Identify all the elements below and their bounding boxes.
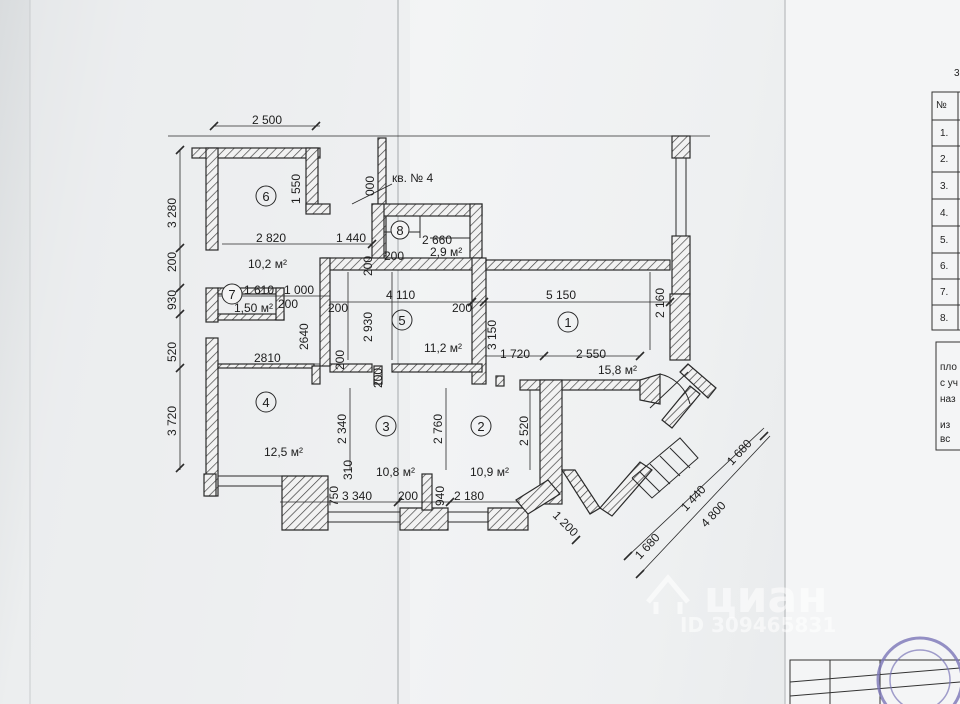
room-1-area: 15,8 м² [598,363,637,377]
svg-text:200: 200 [398,489,418,503]
svg-text:2.: 2. [940,154,948,165]
room-8-area: 2,9 м² [430,245,462,259]
svg-text:2: 2 [477,419,484,434]
svg-text:5.: 5. [940,235,948,246]
svg-text:200: 200 [278,297,298,311]
svg-text:2 820: 2 820 [256,231,286,245]
svg-text:1 440: 1 440 [336,231,366,245]
side-table-text: 3 № 1. 2. 3. 4. 5. 6. 7. 8. пло с уч наз… [936,68,960,445]
apartment-label-leader [351,183,393,205]
svg-text:200: 200 [328,301,348,315]
svg-text:3 340: 3 340 [342,489,372,503]
svg-text:4: 4 [262,395,269,410]
svg-text:4 110: 4 110 [386,288,415,302]
svg-text:520: 520 [165,342,179,362]
cian-logo-icon [646,574,690,614]
svg-text:1 720: 1 720 [500,347,530,361]
room-marker-5: 5 [391,309,413,331]
svg-text:2810: 2810 [254,351,281,365]
svg-text:2 180: 2 180 [454,489,484,503]
svg-text:3 720: 3 720 [165,406,179,436]
svg-text:310: 310 [341,460,355,480]
svg-text:5: 5 [398,313,405,328]
room-markers: 1 2 3 4 5 6 7 8 [221,185,579,437]
room-marker-8: 8 [390,220,410,240]
svg-text:930: 930 [165,290,179,310]
svg-text:1 610: 1 610 [244,283,274,297]
svg-text:1 440: 1 440 [678,482,709,514]
paper-sheets [29,0,960,704]
svg-text:№: № [936,100,947,111]
svg-text:1 550: 1 550 [289,174,303,204]
svg-text:2 520: 2 520 [517,416,531,446]
svg-text:1 000: 1 000 [284,283,314,297]
room-marker-7: 7 [221,283,243,305]
svg-text:7: 7 [228,287,235,302]
svg-text:3: 3 [382,419,389,434]
side-table [789,91,960,704]
room-2-area: 10,9 м² [470,465,509,479]
svg-text:200: 200 [333,350,347,370]
svg-text:с уч: с уч [940,378,958,389]
svg-text:1 680: 1 680 [632,530,663,562]
svg-text:2 550: 2 550 [576,347,606,361]
svg-text:3 280: 3 280 [165,198,179,228]
svg-text:6.: 6. [940,261,948,272]
svg-text:1.: 1. [940,128,948,139]
dimension-ticks [175,121,769,579]
cian-watermark: циан ID 309465831 [646,572,836,637]
svg-text:2 760: 2 760 [431,414,445,444]
svg-text:наз: наз [940,394,956,405]
svg-text:2 340: 2 340 [335,414,349,444]
apartment-label: кв. № 4 [392,171,434,185]
room-marker-4: 4 [255,391,277,413]
svg-text:200: 200 [361,256,375,276]
room-marker-2: 2 [470,415,492,437]
room-7-area: 1,50 м² [234,301,273,315]
svg-text:000: 000 [363,176,377,196]
svg-text:1: 1 [564,315,571,330]
svg-text:6: 6 [262,189,269,204]
svg-text:8.: 8. [940,313,948,324]
svg-text:200: 200 [165,252,179,272]
svg-text:2 660: 2 660 [422,233,452,247]
svg-text:8: 8 [396,223,403,238]
svg-text:2 160: 2 160 [653,288,667,318]
room-areas: 15,8 м² 10,9 м² 10,8 м² 12,5 м² 11,2 м² … [234,245,637,479]
svg-text:200: 200 [384,249,404,263]
svg-text:4.: 4. [940,208,948,219]
svg-text:200: 200 [371,368,385,388]
walls [191,135,717,531]
svg-text:750: 750 [327,486,341,506]
svg-text:2640: 2640 [297,323,311,350]
svg-text:2 930: 2 930 [361,312,375,342]
svg-text:3: 3 [954,68,960,79]
room-3-area: 10,8 м² [376,465,415,479]
svg-text:1 200: 1 200 [550,508,581,539]
room-marker-6: 6 [255,185,277,207]
svg-text:пло: пло [940,362,957,373]
svg-text:200: 200 [452,301,472,315]
stamp-seal [876,636,960,704]
svg-text:3.: 3. [940,181,948,192]
svg-text:7.: 7. [940,287,948,298]
svg-text:2 500: 2 500 [252,113,282,127]
room-5-area: 11,2 м² [424,341,462,355]
room-marker-1: 1 [557,311,579,333]
room-4-area: 12,5 м² [264,445,303,459]
svg-text:4 800: 4 800 [698,498,729,530]
svg-text:940: 940 [433,486,447,506]
svg-text:вс: вс [940,434,950,445]
svg-text:циан: циан [704,572,828,623]
svg-text:5 150: 5 150 [546,288,576,302]
svg-text:ID 309465831: ID 309465831 [680,613,836,637]
svg-text:из: из [940,420,951,431]
room-6-area: 10,2 м² [248,257,287,271]
svg-text:3 150: 3 150 [485,320,499,350]
room-marker-3: 3 [375,415,397,437]
dimension-lines [168,125,771,575]
